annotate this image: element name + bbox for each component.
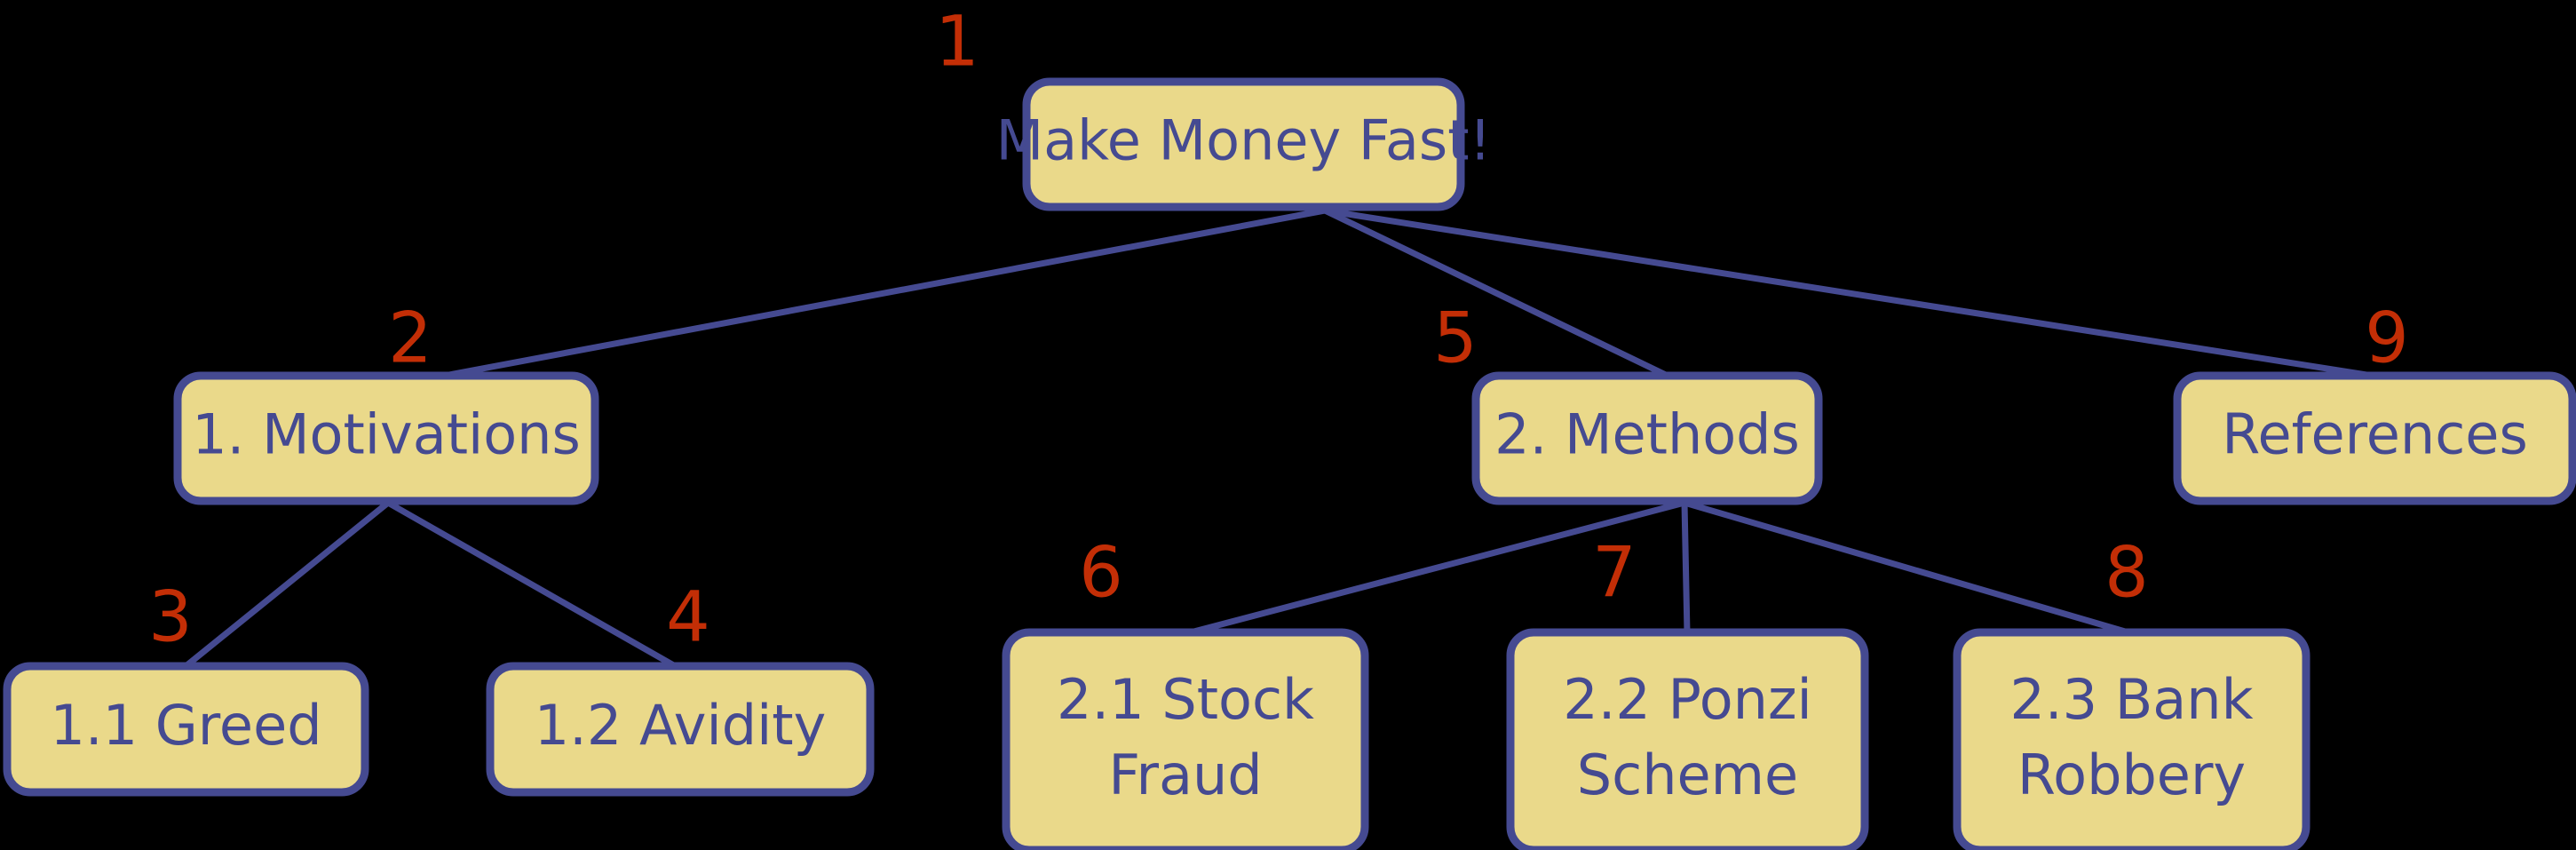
node-root[interactable]: Make Money Fast! — [996, 77, 1492, 211]
step-number-avidity: 4 — [666, 577, 710, 657]
edge-methods-to-stock-fraud — [1184, 499, 1688, 637]
node-label-ponzi-scheme: Scheme — [1577, 743, 1798, 807]
node-label-ponzi-scheme: 2.2 Ponzi — [1563, 667, 1811, 732]
node-label-references: References — [2222, 402, 2528, 467]
step-number-references: 9 — [2365, 298, 2409, 378]
node-box-motivations[interactable] — [173, 371, 599, 505]
step-number-greed: 3 — [148, 577, 193, 657]
edge-root-to-references — [1321, 207, 2382, 380]
node-label-bank-robbery: 2.3 Bank — [2009, 667, 2253, 732]
edges-layer — [181, 207, 2382, 671]
node-label-greed: 1.1 Greed — [50, 693, 321, 758]
nodes-layer: Make Money Fast! 1. Motivations 2. Methods… — [3, 77, 2576, 850]
edge-motivations-to-greed — [181, 499, 392, 671]
node-box-stock-fraud[interactable] — [1002, 628, 1369, 850]
step-number-methods: 5 — [1433, 298, 1478, 378]
node-greed[interactable]: 1.1 Greed — [3, 662, 369, 797]
node-avidity[interactable]: 1.2 Avidity — [486, 662, 875, 797]
node-label-bank-robbery: Robbery — [2017, 743, 2246, 807]
step-number-root: 1 — [935, 2, 979, 82]
node-label-motivations: 1. Motivations — [192, 402, 581, 467]
node-motivations[interactable]: 1. Motivations — [173, 371, 599, 505]
node-label-root: Make Money Fast! — [996, 108, 1492, 173]
edge-root-to-motivations — [436, 207, 1328, 380]
node-label-avidity: 1.2 Avidity — [535, 693, 827, 758]
node-label-methods: 2. Methods — [1494, 402, 1800, 467]
step-number-ponzi-scheme: 7 — [1592, 533, 1637, 613]
node-box-greed[interactable] — [3, 662, 369, 797]
step-numbers-layer: 1 2 5 9 3 4 6 7 8 — [148, 2, 2409, 657]
node-box-root[interactable] — [1022, 77, 1465, 211]
edge-methods-to-bank-robbery — [1681, 499, 2135, 637]
edge-methods-to-ponzi-scheme — [1681, 499, 1691, 637]
node-methods[interactable]: 2. Methods — [1471, 371, 1823, 505]
node-box-ponzi-scheme[interactable] — [1506, 628, 1869, 850]
node-box-references[interactable] — [2173, 371, 2576, 505]
node-box-methods[interactable] — [1471, 371, 1823, 505]
edge-motivations-to-avidity — [384, 499, 680, 671]
node-box-avidity[interactable] — [486, 662, 875, 797]
edge-root-to-methods — [1321, 207, 1673, 380]
node-box-bank-robbery[interactable] — [1953, 628, 2310, 850]
node-label-stock-fraud: Fraud — [1108, 743, 1262, 807]
node-references[interactable]: References — [2173, 371, 2576, 505]
step-number-bank-robbery: 8 — [2104, 533, 2149, 613]
node-label-stock-fraud: 2.1 Stock — [1057, 667, 1314, 732]
step-number-stock-fraud: 6 — [1079, 533, 1123, 613]
step-number-motivations: 2 — [388, 298, 432, 378]
